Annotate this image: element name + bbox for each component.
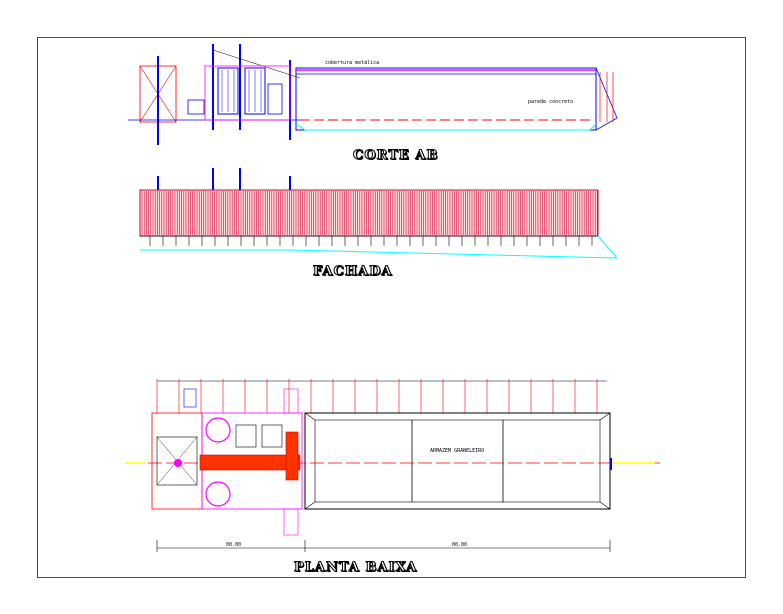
plan-title: PLANTA BAIXA bbox=[293, 560, 418, 576]
section-view bbox=[128, 44, 618, 145]
roof-label: cobertura metálica bbox=[325, 59, 379, 66]
dimension-left: 00.00 bbox=[226, 542, 241, 548]
wall-label: parede concreto bbox=[528, 99, 573, 105]
plan-view bbox=[125, 379, 660, 552]
sheet-border bbox=[37, 37, 746, 578]
facade-view bbox=[139, 168, 618, 259]
dimension-right: 00.00 bbox=[452, 542, 467, 548]
warehouse-label: ARMAZEM GRANELEIRO bbox=[430, 448, 484, 454]
facade-title: FACHADA bbox=[313, 264, 393, 280]
section-title: CORTE AB bbox=[352, 148, 439, 164]
